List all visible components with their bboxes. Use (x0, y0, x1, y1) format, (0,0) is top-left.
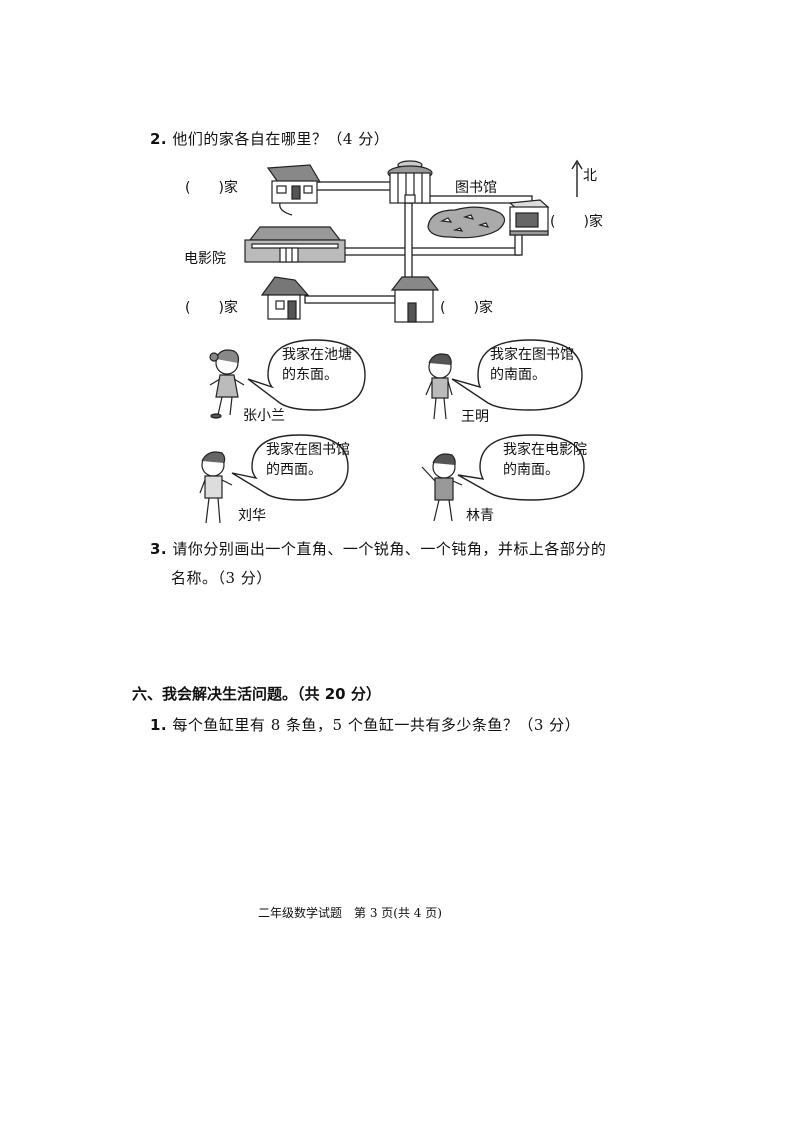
page-footer: 二年级数学试题 第 3 页(共 4 页) (258, 906, 442, 920)
s6-q1-text: 每个鱼缸里有 8 条鱼，5 个鱼缸一共有多少条鱼？（3 分） (172, 716, 581, 734)
bubble-2-line2: 的南面。 (490, 367, 546, 383)
road-bottom (304, 295, 396, 304)
bubble-4-text: 我家在电影院 的南面。 (503, 440, 587, 480)
bubble-1-text: 我家在池塘 的东面。 (282, 345, 352, 385)
cinema-label: 电影院 (184, 251, 226, 267)
kid-name-3: 刘华 (238, 508, 266, 524)
q3-line2: 名称。（3 分） (171, 569, 272, 587)
home-blank-right: ( )家 (550, 213, 603, 230)
bubble-3-line2: 的西面。 (266, 462, 322, 478)
speech-bubble-1 (247, 339, 366, 411)
q2-heading: 2. 他们的家各自在哪里？（4 分） (150, 128, 389, 149)
north-label: 北 (583, 168, 597, 184)
bubble-2-text: 我家在图书馆 的南面。 (490, 345, 574, 385)
home-blank-topleft: ( )家 (185, 180, 238, 196)
section-6-title: 六、我会解决生活问题。（共 20 分） (132, 685, 381, 703)
home-blank-bottomright: ( )家 (440, 300, 493, 316)
home-blank-bottomleft: ( )家 (185, 300, 238, 316)
q2-number: 2. (150, 130, 168, 148)
cinema-icon (244, 226, 346, 263)
s6-q1: 1. 每个鱼缸里有 8 条鱼，5 个鱼缸一共有多少条鱼？（3 分） (150, 714, 580, 735)
kid-name-2: 王明 (461, 409, 489, 425)
map-diagram: 图书馆 北 ( )家 (244, 159, 603, 323)
bubble-4-line2: 的南面。 (503, 462, 559, 478)
bubble-4-line1: 我家在电影院 (503, 442, 587, 458)
q3-number: 3. (150, 540, 168, 558)
library-icon (387, 160, 433, 204)
bubble-1-line2: 的东面。 (282, 367, 338, 383)
shop-right-icon (508, 199, 550, 236)
boy-figure-icon (425, 353, 453, 420)
speech-bubble-3 (231, 434, 349, 501)
road-cinema (339, 247, 521, 256)
house-bottomright-icon (390, 276, 440, 323)
north-arrow-icon (571, 159, 583, 197)
boy-figure-icon (421, 453, 463, 522)
pond-icon (427, 206, 506, 239)
library-label: 图书馆 (455, 180, 497, 196)
q3-line1: 3. 请你分别画出一个直角、一个锐角、一个钝角，并标上各部分的 (150, 538, 606, 559)
q2-text: 他们的家各自在哪里？（4 分） (172, 130, 390, 148)
bubble-2-line1: 我家在图书馆 (490, 347, 574, 363)
kid-name-1: 张小兰 (243, 408, 285, 424)
girl-figure-icon (209, 349, 245, 419)
bubble-3-line1: 我家在图书馆 (266, 442, 350, 458)
speech-bubble-2 (451, 339, 583, 411)
q3-text-1: 请你分别画出一个直角、一个锐角、一个钝角，并标上各部分的 (172, 540, 607, 558)
house-topleft-icon (266, 164, 322, 216)
boy-figure-icon (199, 451, 233, 524)
road-top (314, 181, 396, 191)
bubble-3-text: 我家在图书馆 的西面。 (266, 440, 350, 480)
bubble-1-line1: 我家在池塘 (282, 347, 352, 363)
kid-name-4: 林青 (466, 508, 494, 524)
kids-illustrations (199, 339, 585, 524)
house-bottomleft-icon (260, 276, 310, 320)
speech-bubble-4 (457, 434, 585, 501)
s6-q1-number: 1. (150, 716, 168, 734)
